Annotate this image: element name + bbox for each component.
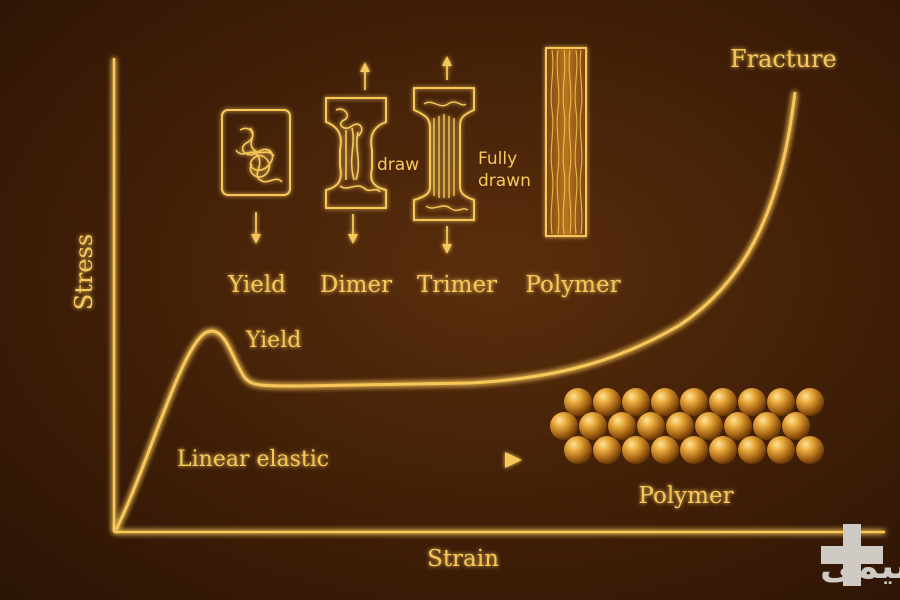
specimen-trimer-side-label-2: drawn	[478, 171, 531, 191]
yield-label: Yield	[245, 328, 301, 353]
sphere	[753, 412, 781, 440]
sphere	[666, 412, 694, 440]
specimen-yield	[221, 109, 291, 244]
sphere	[724, 412, 752, 440]
sphere	[651, 436, 679, 464]
specimen-trimer-side-label-1: Fully	[478, 149, 517, 169]
sphere	[593, 388, 621, 416]
stress-strain-curve	[114, 91, 797, 531]
polymer-sphere-lattice	[550, 388, 824, 464]
sphere	[680, 388, 708, 416]
specimen-caption-yield: Yield	[227, 272, 286, 298]
sphere	[651, 388, 679, 416]
sphere	[796, 436, 824, 464]
sphere	[738, 388, 766, 416]
specimen-caption-polymer: Polymer	[525, 272, 620, 298]
sphere	[709, 388, 737, 416]
linear-elastic-label: Linear elastic	[177, 447, 329, 472]
specimen-polymer	[545, 47, 587, 237]
sphere	[579, 412, 607, 440]
specimen-caption-trimer: Trimer	[417, 272, 497, 298]
sphere	[564, 388, 592, 416]
sphere	[767, 388, 795, 416]
specimen-dimer	[325, 62, 387, 244]
sphere	[637, 412, 665, 440]
sphere	[767, 436, 795, 464]
sphere	[622, 388, 650, 416]
plus-mark-icon	[821, 524, 883, 586]
sphere	[796, 388, 824, 416]
sphere	[550, 412, 578, 440]
brand-logo: دارا شیمی	[820, 524, 900, 587]
fracture-label: Fracture	[730, 45, 837, 73]
sphere-lattice-label: Polymer	[638, 483, 733, 509]
sphere	[593, 436, 621, 464]
sphere	[622, 436, 650, 464]
sphere	[709, 436, 737, 464]
specimen-trimer	[413, 56, 475, 254]
specimen-caption-dimer: Dimer	[320, 272, 392, 298]
sphere	[738, 436, 766, 464]
sphere	[680, 436, 708, 464]
y-axis-label: Stress	[70, 234, 98, 310]
sphere	[695, 412, 723, 440]
sphere	[564, 436, 592, 464]
axes	[112, 58, 885, 534]
sphere	[608, 412, 636, 440]
sphere	[782, 412, 810, 440]
specimen-dimer-side-label: draw	[377, 155, 419, 175]
x-axis-label: Strain	[427, 546, 499, 572]
linear-elastic-arrow	[370, 452, 522, 468]
